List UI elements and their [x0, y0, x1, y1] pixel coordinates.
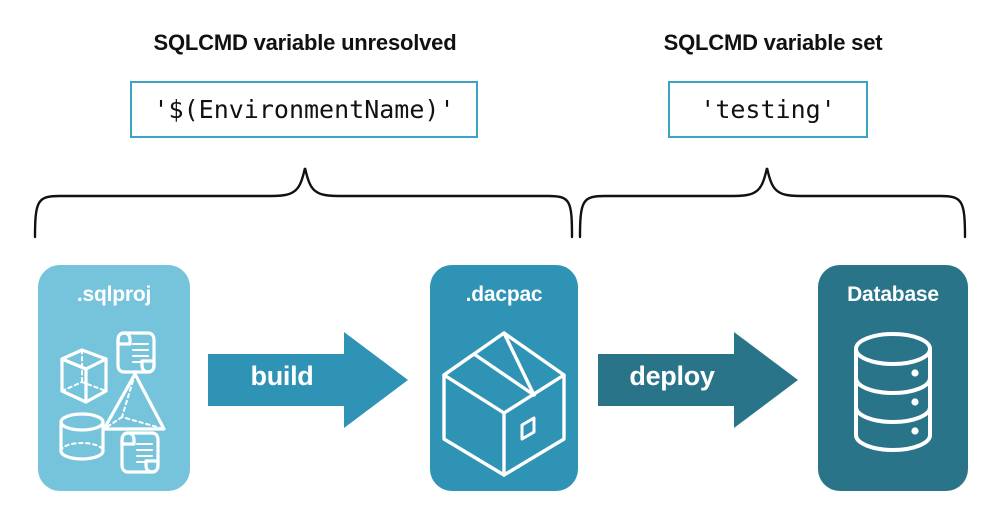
- heading-sqlcmd-variable-unresolved: SQLCMD variable unresolved: [153, 30, 457, 55]
- artifact-database[interactable]: Database: [818, 265, 968, 491]
- artifact-database-label: Database: [847, 283, 939, 306]
- pyramid-icon: [102, 372, 166, 431]
- code-box-environment-name: '$(EnvironmentName)': [130, 81, 478, 138]
- arrow-deploy[interactable]: deploy: [598, 332, 798, 428]
- arrow-right-icon-deploy: [598, 332, 798, 428]
- artifact-sqlproj[interactable]: .sqlproj: [38, 265, 190, 491]
- cube-icon: [60, 348, 108, 404]
- scroll-icon-top: [116, 331, 156, 374]
- shapes-and-scripts-icon: [59, 331, 166, 474]
- code-box-testing: 'testing': [668, 81, 868, 138]
- database-cylinder-icon: [854, 332, 932, 452]
- artifact-dacpac-label: .dacpac: [465, 283, 543, 306]
- artifact-dacpac-art: [430, 317, 578, 484]
- brace-right-icon: [578, 167, 967, 239]
- arrow-build[interactable]: build: [208, 332, 408, 428]
- artifact-sqlproj-label: .sqlproj: [76, 283, 152, 306]
- arrow-right-icon-build: [208, 332, 408, 428]
- scroll-icon-bottom: [120, 431, 160, 474]
- package-box-icon: [442, 331, 566, 477]
- artifact-dacpac[interactable]: .dacpac: [430, 265, 578, 491]
- artifact-sqlproj-art: [38, 317, 190, 482]
- database-status-dots: [911, 369, 919, 435]
- brace-left-icon: [33, 167, 574, 239]
- heading-sqlcmd-variable-set: SQLCMD variable set: [663, 30, 883, 55]
- brace-group: [33, 167, 967, 239]
- cylinder-icon: [59, 412, 105, 461]
- artifact-database-art: [818, 317, 968, 482]
